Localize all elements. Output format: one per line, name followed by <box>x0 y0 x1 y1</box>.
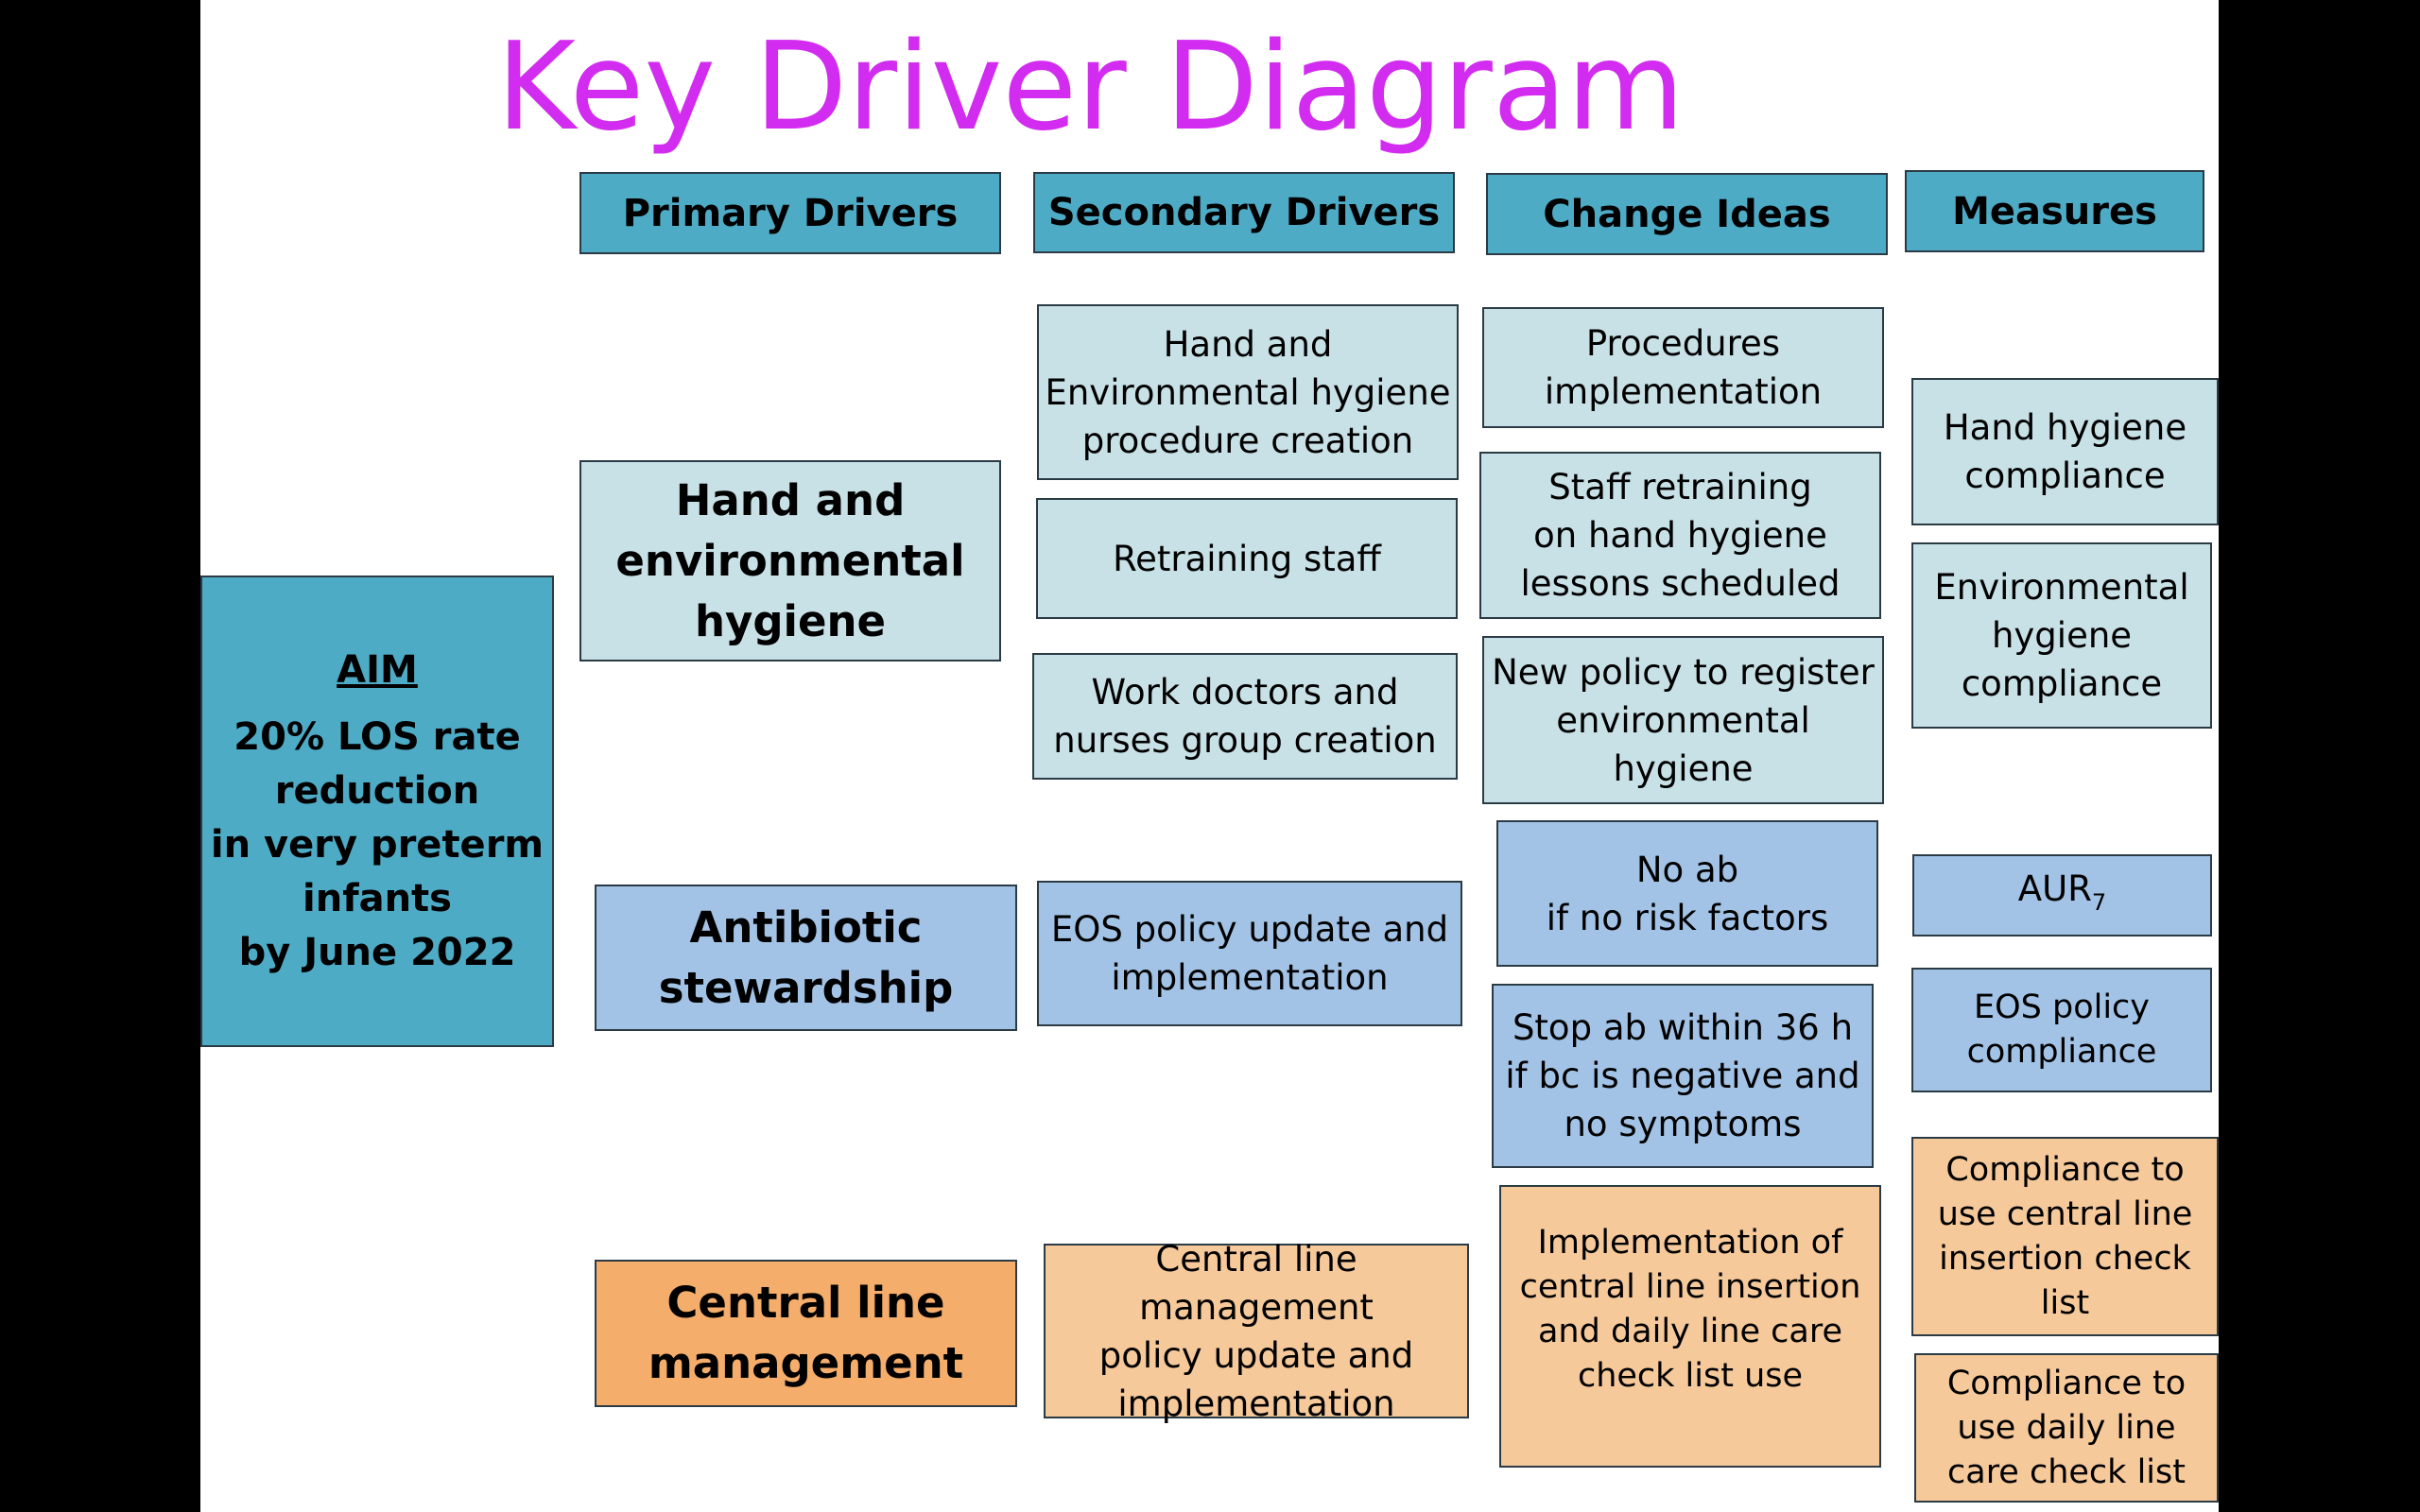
aim-text: 20% LOS rate reduction in very preterm i… <box>210 714 544 974</box>
primary-driver-hygiene: Hand and environmental hygiene <box>579 460 1001 662</box>
measure-eos-compliance: EOS policy compliance <box>1911 968 2212 1092</box>
aim-box: AIM 20% LOS rate reduction in very prete… <box>200 576 554 1047</box>
measure-insertion-checklist: Compliance to use central line insertion… <box>1911 1137 2219 1336</box>
header-measures: Measures <box>1905 170 2204 252</box>
measure-aur-text: AUR7 <box>2018 865 2106 927</box>
change-idea-no-ab: No ab if no risk factors <box>1496 820 1878 967</box>
secondary-driver-eos-policy: EOS policy update and implementation <box>1037 881 1462 1026</box>
aim-label: AIM <box>337 647 418 692</box>
change-idea-procedures: Procedures implementation <box>1482 307 1884 428</box>
measure-env-hygiene: Environmental hygiene compliance <box>1911 542 2212 729</box>
diagram-title: Key Driver Diagram <box>496 17 1685 158</box>
secondary-driver-retraining: Retraining staff <box>1036 498 1458 619</box>
aur-label: AUR <box>2017 868 2092 909</box>
primary-driver-antibiotic: Antibiotic stewardship <box>595 885 1017 1031</box>
measure-daily-checklist: Compliance to use daily line care check … <box>1914 1353 2219 1503</box>
secondary-driver-work-group: Work doctors and nurses group creation <box>1032 653 1458 780</box>
change-idea-stop-ab: Stop ab within 36 h if bc is negative an… <box>1492 984 1874 1168</box>
change-idea-checklist: Implementation of central line insertion… <box>1499 1185 1881 1468</box>
slide: Key Driver Diagram Primary Drivers Secon… <box>200 0 2219 1512</box>
header-secondary-drivers: Secondary Drivers <box>1033 172 1455 253</box>
secondary-driver-central-line-policy: Central line management policy update an… <box>1044 1239 1469 1424</box>
primary-driver-central-line: Central line management <box>595 1260 1017 1407</box>
measure-aur: AUR7 <box>1912 854 2212 936</box>
aur-subscript: 7 <box>2091 888 2107 916</box>
secondary-driver-hygiene-procedure: Hand and Environmental hygiene procedure… <box>1037 304 1459 480</box>
header-primary-drivers: Primary Drivers <box>579 172 1001 254</box>
measure-hand-hygiene: Hand hygiene compliance <box>1911 378 2219 525</box>
header-change-ideas: Change Ideas <box>1486 173 1888 255</box>
change-idea-staff-retraining: Staff retraining on hand hygiene lessons… <box>1479 452 1881 619</box>
change-idea-new-policy: New policy to register environmental hyg… <box>1482 636 1884 804</box>
